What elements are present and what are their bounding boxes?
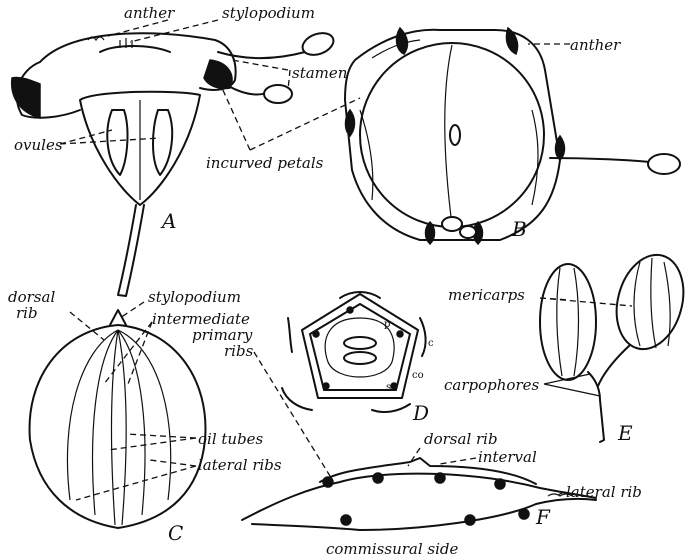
panel-e-mericarps: E — [540, 247, 686, 445]
d-label-c: c — [428, 338, 434, 349]
label-interval: interval — [478, 448, 537, 466]
panel-c-fruit-dorsal-view: C — [30, 310, 206, 545]
label-carpophores: carpophores — [444, 376, 539, 394]
label-lateral-rib: lateral rib — [566, 483, 642, 501]
label-dorsal-rib-f: dorsal rib — [424, 430, 498, 448]
panel-label-d: D — [412, 401, 429, 425]
panel-b-flower-top-view: B — [345, 28, 680, 244]
text-labels: anther stylopodium stamen ovules incurve… — [8, 4, 642, 558]
label-commissural-side: commissural side — [326, 540, 459, 558]
panel-label-c: C — [168, 521, 183, 545]
label-mericarps: mericarps — [448, 286, 525, 304]
label-rib-c: rib — [16, 304, 38, 322]
panel-label-e: E — [617, 421, 633, 445]
d-label-s: s — [386, 382, 391, 393]
d-label-co: co — [412, 370, 424, 381]
label-incurved-petals: incurved petals — [206, 154, 324, 172]
label-anther-a: anther — [124, 4, 175, 22]
panel-label-a: A — [160, 209, 176, 233]
label-oil-tubes: oil tubes — [198, 430, 264, 448]
panel-label-f: F — [535, 505, 551, 529]
label-ovules: ovules — [14, 136, 63, 154]
label-stamen: stamen — [292, 64, 347, 82]
label-stylopodium-a: stylopodium — [222, 4, 315, 22]
panel-f-commissural-section: F — [242, 458, 596, 530]
d-label-p: p — [384, 319, 390, 330]
label-lateral-ribs: lateral ribs — [198, 456, 282, 474]
panel-label-b: B — [511, 217, 527, 241]
label-anther-b: anther — [570, 36, 621, 54]
panel-d-cross-section: p c co s D — [282, 292, 434, 425]
label-stylopodium-c: stylopodium — [148, 288, 241, 306]
label-ribs: ribs — [224, 342, 254, 360]
